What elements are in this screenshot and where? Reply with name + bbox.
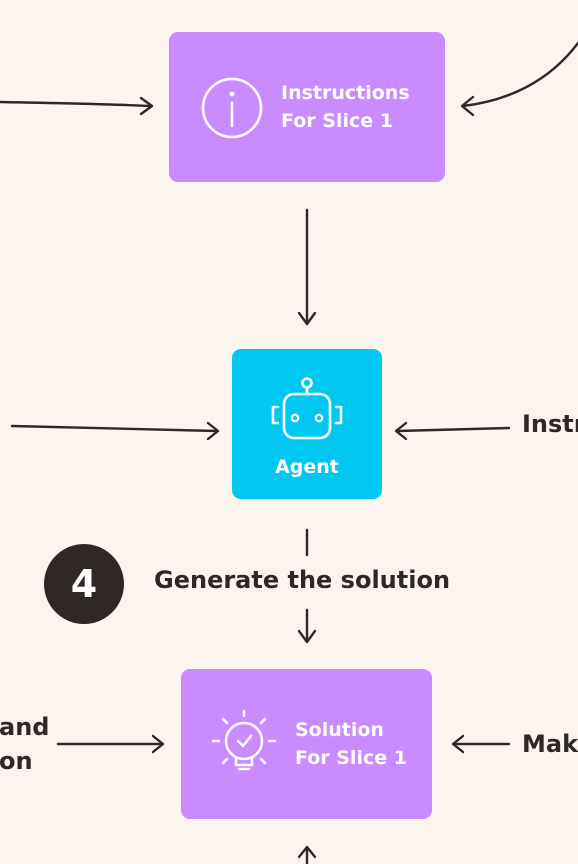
agent-node: Agent [232, 349, 382, 499]
solution-right-edge-label: Mak [522, 730, 578, 758]
solution-node: Solution For Slice 1 [181, 669, 432, 819]
arrowhead-agent-right [394, 421, 408, 441]
robot-icon [271, 377, 343, 440]
arrowhead-instructions-right [460, 95, 475, 117]
instructions-node: Instructions For Slice 1 [169, 32, 445, 182]
agent-label: Agent [275, 456, 339, 478]
arrowhead-bottom [297, 845, 317, 859]
arrowhead-agent-left [206, 421, 220, 441]
arrowhead-solution-right [451, 734, 465, 754]
info-circle-icon [201, 77, 263, 139]
agent-right-edge-label: Instr [522, 410, 578, 438]
instructions-label-line2: For Slice 1 [281, 110, 393, 132]
step-description: Generate the solution [154, 566, 451, 594]
lightbulb-check-icon [211, 709, 277, 771]
arrowhead-solution-left [151, 734, 165, 754]
arrow-into-instructions-left [0, 100, 152, 108]
arrow-into-instructions-right [461, 41, 578, 108]
arrow-into-agent-right [395, 426, 511, 433]
arrowhead-solution-top [297, 629, 317, 644]
arrow-into-agent-left [10, 424, 219, 433]
solution-left-edge-label-line2: on [0, 747, 33, 775]
solution-label-line1: Solution [295, 719, 384, 741]
step-number-badge: 4 [44, 544, 124, 624]
arrowhead-instructions-left [139, 96, 154, 116]
solution-label-line2: For Slice 1 [295, 747, 407, 769]
instructions-label-line1: Instructions [281, 82, 410, 104]
arrowhead-agent-top [297, 311, 317, 326]
solution-left-edge-label-line1: and [0, 713, 50, 741]
